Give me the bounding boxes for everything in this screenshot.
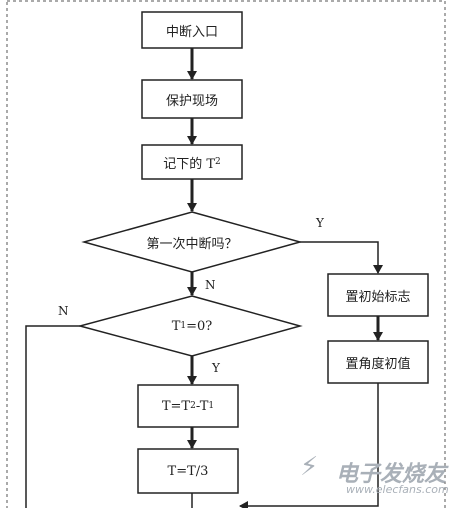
line-t1-no — [25, 325, 80, 508]
box-save-context — [141, 79, 243, 119]
box-entry — [141, 11, 243, 49]
line-angle-to-merge — [239, 383, 379, 508]
dashed-border — [6, 0, 446, 508]
edge-label-first-no: N — [205, 278, 216, 292]
edge-label-t1-no: N — [58, 304, 69, 318]
box-record-t2 — [141, 144, 243, 180]
diamond-t1-zero — [77, 295, 303, 357]
watermark-title: 电子发烧友 — [336, 462, 447, 487]
box-calc-t-third — [137, 448, 239, 494]
box-set-angle — [327, 340, 429, 384]
watermark-logo-icon: ⚡ — [300, 452, 319, 482]
watermark-url: www.elecfans.com — [346, 483, 449, 496]
box-calc-t — [137, 384, 239, 428]
edge-label-first-yes: Y — [316, 216, 324, 230]
edge-label-t1-yes: Y — [212, 361, 220, 375]
diamond-first-interrupt — [81, 211, 303, 273]
line-first-yes — [300, 241, 383, 274]
box-set-flag — [327, 273, 429, 317]
